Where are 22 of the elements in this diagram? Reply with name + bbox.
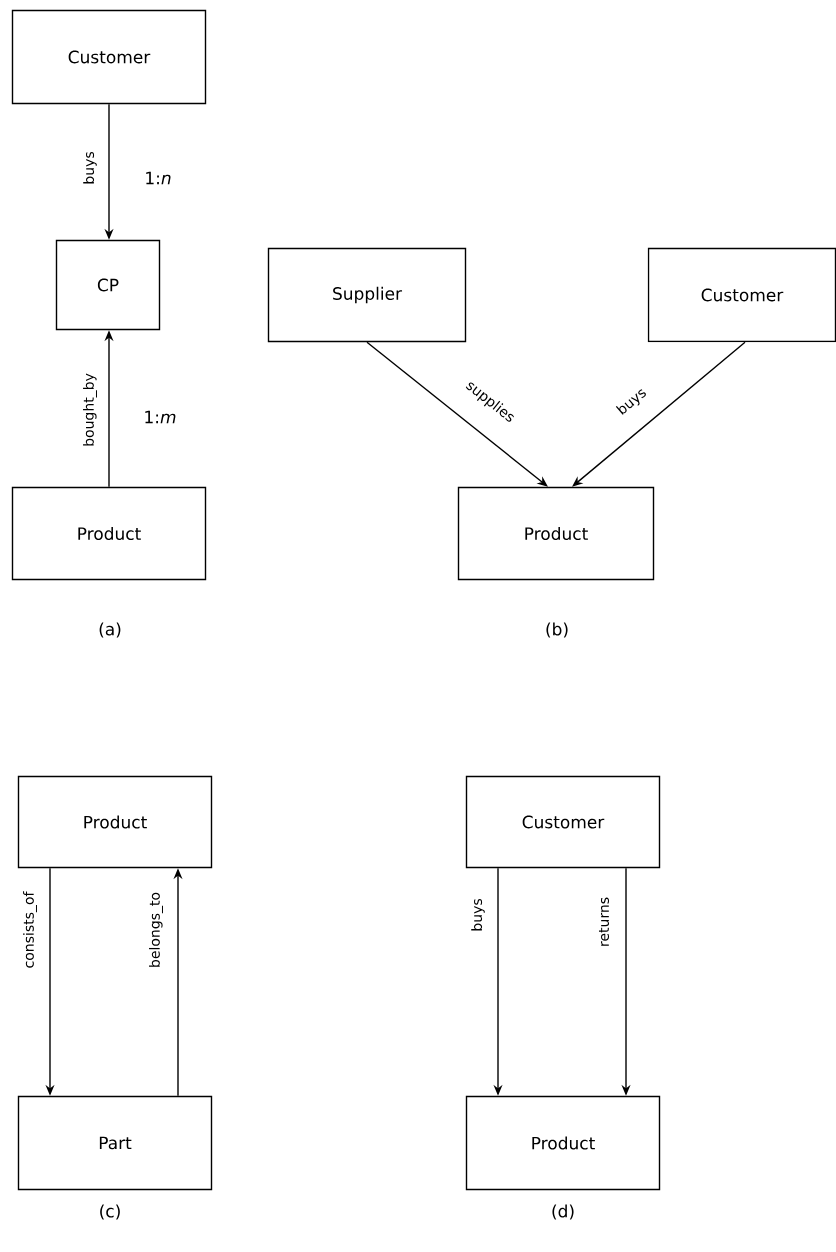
cardinality-label: 1:m bbox=[145, 410, 176, 424]
entity-box: Customer bbox=[647, 247, 836, 343]
edge-label: bought_by bbox=[82, 372, 98, 448]
edge-label: returns bbox=[598, 895, 610, 949]
edge-label: belongs_to bbox=[148, 890, 164, 970]
entity-box: Product bbox=[465, 1095, 661, 1191]
entity-box: CP bbox=[55, 239, 161, 331]
entity-box: Customer bbox=[11, 9, 207, 105]
edge-label: buys bbox=[82, 150, 98, 186]
edge-label: consists_of bbox=[22, 890, 38, 970]
arrow bbox=[572, 341, 746, 487]
entity-box: Supplier bbox=[267, 247, 467, 343]
entity-box: Part bbox=[17, 1095, 213, 1191]
entity-box: Product bbox=[11, 486, 207, 581]
panel-label: (b) bbox=[546, 622, 568, 638]
arrow bbox=[366, 341, 548, 487]
edge-label: buys bbox=[470, 897, 486, 933]
entity-box: Product bbox=[457, 486, 655, 581]
cardinality-label: 1:n bbox=[146, 171, 171, 185]
entity-box: Customer bbox=[465, 775, 661, 869]
panel-label: (a) bbox=[99, 622, 121, 638]
entity-box: Product bbox=[17, 775, 213, 869]
